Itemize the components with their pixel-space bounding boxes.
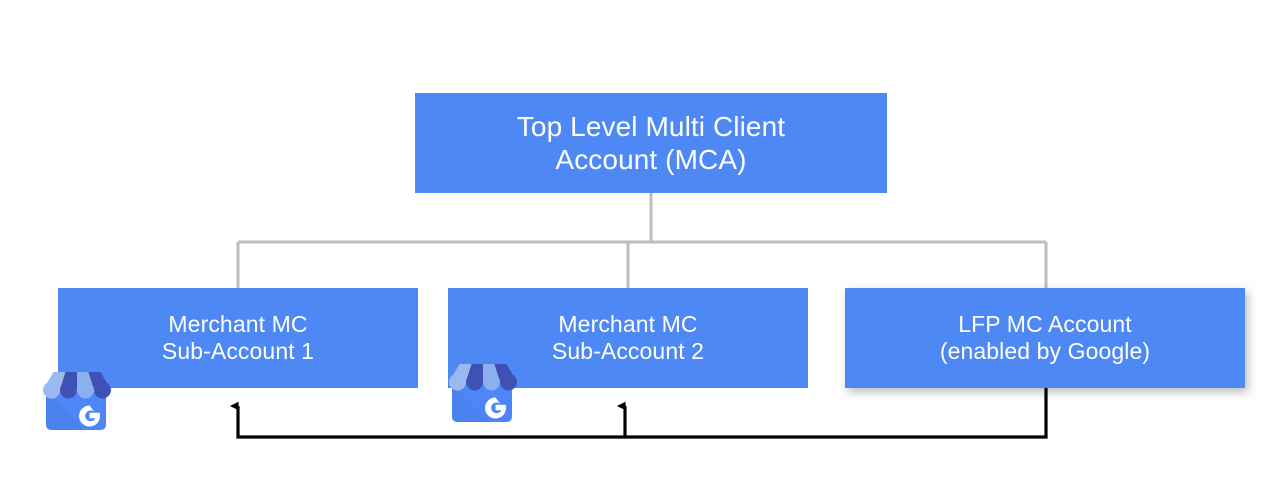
- google-business-profile-icon: G: [40, 366, 112, 434]
- node-merchant-sub-account-2[interactable]: Merchant MC Sub-Account 2: [448, 288, 808, 388]
- node-lfp-mc-account[interactable]: LFP MC Account (enabled by Google): [845, 288, 1245, 388]
- feed-arrow-to-sub1: [229, 388, 1048, 439]
- node-top-level-mca[interactable]: Top Level Multi Client Account (MCA): [415, 93, 887, 193]
- node-merchant-sub-account-2-label: Merchant MC Sub-Account 2: [551, 310, 705, 364]
- google-business-profile-icon: [446, 358, 518, 426]
- node-merchant-sub-account-1[interactable]: Merchant MC Sub-Account 1: [58, 288, 418, 388]
- node-merchant-sub-account-1-label: Merchant MC Sub-Account 1: [161, 310, 315, 364]
- node-lfp-mc-account-label: LFP MC Account (enabled by Google): [939, 310, 1151, 364]
- node-top-level-mca-label: Top Level Multi Client Account (MCA): [516, 110, 786, 175]
